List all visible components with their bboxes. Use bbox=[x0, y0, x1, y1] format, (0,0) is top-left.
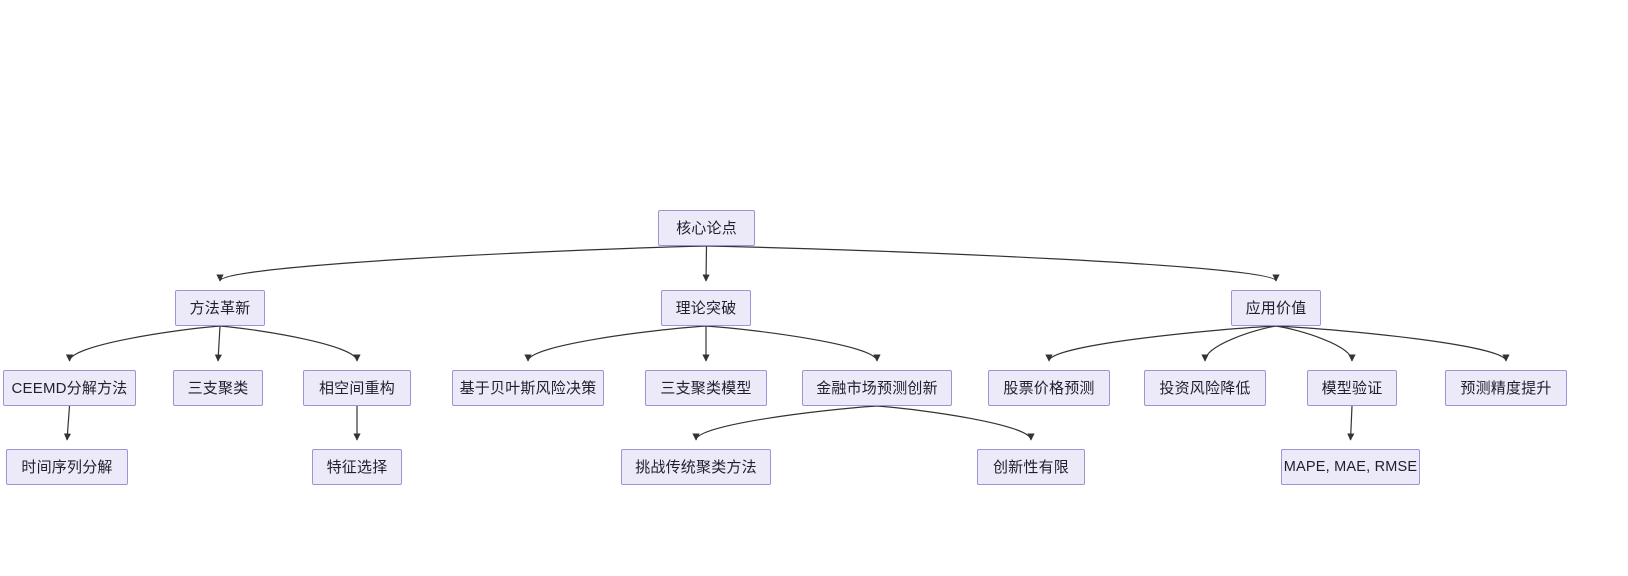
flow-node-l3a1[interactable]: CEEMD分解方法 bbox=[3, 370, 136, 406]
flow-node-l4e[interactable]: MAPE, MAE, RMSE bbox=[1281, 449, 1420, 485]
flow-node-l4b[interactable]: 特征选择 bbox=[312, 449, 402, 485]
flow-node-label: 方法革新 bbox=[189, 299, 251, 317]
flow-node-label: 创新性有限 bbox=[992, 458, 1069, 476]
flow-node-l3a3[interactable]: 相空间重构 bbox=[303, 370, 411, 406]
flow-edge-l2c-to-l3c3 bbox=[1275, 325, 1356, 362]
flow-node-l3c1[interactable]: 股票价格预测 bbox=[988, 370, 1110, 406]
flow-node-label: 投资风险降低 bbox=[1159, 379, 1251, 397]
flow-edge-l2a-to-l3a3 bbox=[219, 325, 361, 362]
flow-node-label: 相空间重构 bbox=[318, 379, 395, 397]
flow-node-label: 理论突破 bbox=[675, 299, 737, 317]
flow-node-l2b[interactable]: 理论突破 bbox=[661, 290, 751, 326]
flow-edge-l2b-to-l3b1 bbox=[524, 325, 707, 362]
flow-node-label: 基于贝叶斯风险决策 bbox=[459, 379, 597, 397]
flow-node-label: 金融市场预测创新 bbox=[816, 379, 938, 397]
flow-node-l3b3[interactable]: 金融市场预测创新 bbox=[802, 370, 952, 406]
flow-edge-l2a-to-l3a1 bbox=[65, 325, 221, 362]
flow-node-l3c3[interactable]: 模型验证 bbox=[1307, 370, 1397, 406]
flow-edge-l3a1-to-l4a bbox=[63, 405, 72, 441]
flow-node-l2a[interactable]: 方法革新 bbox=[175, 290, 265, 326]
flow-node-l3b1[interactable]: 基于贝叶斯风险决策 bbox=[452, 370, 604, 406]
flow-edge-l2c-to-l3c4 bbox=[1275, 325, 1510, 362]
flow-node-label: 股票价格预测 bbox=[1003, 379, 1095, 397]
flow-node-l3b2[interactable]: 三支聚类模型 bbox=[645, 370, 767, 406]
flow-node-label: MAPE, MAE, RMSE bbox=[1283, 458, 1418, 475]
flow-node-label: 三支聚类 bbox=[187, 379, 249, 397]
flow-node-l3c4[interactable]: 预测精度提升 bbox=[1445, 370, 1567, 406]
flow-node-l4a[interactable]: 时间序列分解 bbox=[6, 449, 128, 485]
flow-node-label: CEEMD分解方法 bbox=[11, 379, 128, 397]
flow-edge-root-to-l2a bbox=[216, 245, 707, 282]
edges-group bbox=[63, 245, 1510, 441]
flow-edge-root-to-l2b bbox=[702, 245, 710, 282]
flow-edge-l2a-to-l3a2 bbox=[214, 325, 222, 362]
flow-edge-l2c-to-l3c1 bbox=[1045, 325, 1277, 362]
flow-node-label: 模型验证 bbox=[1321, 379, 1383, 397]
flow-edge-l2c-to-l3c2 bbox=[1201, 325, 1277, 362]
flow-node-root[interactable]: 核心论点 bbox=[658, 210, 755, 246]
flow-node-label: 挑战传统聚类方法 bbox=[635, 458, 757, 476]
flow-node-label: 预测精度提升 bbox=[1460, 379, 1552, 397]
flow-edge-root-to-l2c bbox=[706, 245, 1280, 282]
flow-node-label: 三支聚类模型 bbox=[660, 379, 752, 397]
flow-node-label: 应用价值 bbox=[1245, 299, 1307, 317]
flow-edge-l3b3-to-l4c bbox=[692, 405, 878, 441]
flow-edge-l3b3-to-l4d bbox=[876, 405, 1035, 441]
flow-node-l4d[interactable]: 创新性有限 bbox=[977, 449, 1085, 485]
flow-node-l3a2[interactable]: 三支聚类 bbox=[173, 370, 263, 406]
flow-node-l4c[interactable]: 挑战传统聚类方法 bbox=[621, 449, 771, 485]
flow-node-l3c2[interactable]: 投资风险降低 bbox=[1144, 370, 1266, 406]
flow-node-label: 特征选择 bbox=[326, 458, 388, 476]
flow-node-label: 核心论点 bbox=[676, 219, 737, 237]
flow-node-l2c[interactable]: 应用价值 bbox=[1231, 290, 1321, 326]
flow-node-label: 时间序列分解 bbox=[21, 458, 113, 476]
flow-edge-l3c3-to-l4e bbox=[1347, 405, 1355, 441]
flow-edge-l2b-to-l3b3 bbox=[705, 325, 881, 362]
